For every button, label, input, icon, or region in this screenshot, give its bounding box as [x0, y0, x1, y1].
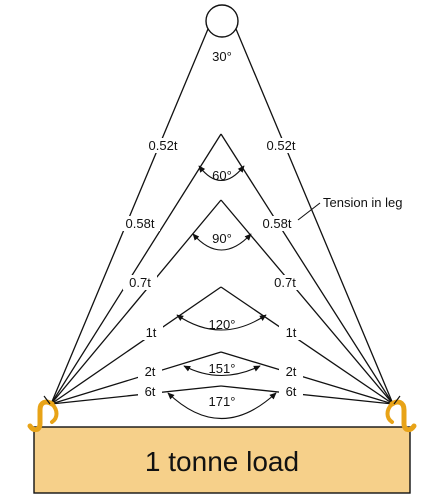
angle-arc-171: [167, 392, 277, 420]
tension-label-151-right: 2t: [286, 364, 297, 379]
angle-label-30: 30°: [212, 49, 232, 64]
tension-label-171-left: 6t: [145, 384, 156, 399]
angle-arc-90: [192, 233, 252, 251]
callout-leader: [297, 202, 321, 221]
hook-left-icon: [27, 395, 59, 433]
tension-label-30-left: 0.52t: [149, 138, 178, 153]
tension-labels-151: 2t 2t: [138, 364, 303, 379]
angle-label-171: 171°: [209, 394, 236, 409]
load-block: [33, 426, 411, 494]
lifting-ring: [205, 4, 239, 38]
tension-labels-90: 0.7t 0.7t: [123, 275, 302, 290]
leg-171-left: [50, 385, 222, 405]
load-label: 1 tonne load: [145, 446, 299, 477]
angle-label-90: 90°: [212, 231, 232, 246]
angle-label-151: 151°: [209, 361, 236, 376]
leg-151-left: [50, 351, 222, 405]
tension-labels-120: 1t 1t: [139, 325, 303, 340]
leg-171-right: [220, 385, 394, 405]
hook-right-icon: [385, 395, 417, 433]
angle-label-120: 120°: [209, 317, 236, 332]
angle-arc-60: [198, 165, 245, 182]
tension-label-60-right: 0.58t: [263, 216, 292, 231]
tension-label-120-left: 1t: [146, 325, 157, 340]
tension-label-60-left: 0.58t: [126, 216, 155, 231]
tension-label-30-right: 0.52t: [267, 138, 296, 153]
leg-90-right: [220, 199, 394, 405]
angle-label-60: 60°: [212, 168, 232, 183]
leg-120-right: [220, 286, 394, 405]
tension-label-90-left: 0.7t: [129, 275, 151, 290]
tension-label-120-right: 1t: [286, 325, 297, 340]
tension-label-90-right: 0.7t: [274, 275, 296, 290]
tension-label-151-left: 2t: [145, 364, 156, 379]
tension-label-171-right: 6t: [286, 384, 297, 399]
tension-labels-171: 6t 6t: [138, 384, 303, 399]
leg-30-right: [235, 28, 394, 405]
tension-labels-60: 0.58t 0.58t: [120, 216, 297, 231]
callout-label: Tension in leg: [323, 195, 403, 210]
leg-60-right: [220, 133, 394, 405]
leg-120-left: [50, 286, 222, 405]
angle-arc-151: [183, 365, 261, 377]
angle-arc-120: [176, 314, 267, 331]
leg-60-left: [50, 133, 222, 405]
leg-151-right: [220, 351, 394, 405]
tension-labels-30: 0.52t 0.52t: [144, 138, 300, 153]
